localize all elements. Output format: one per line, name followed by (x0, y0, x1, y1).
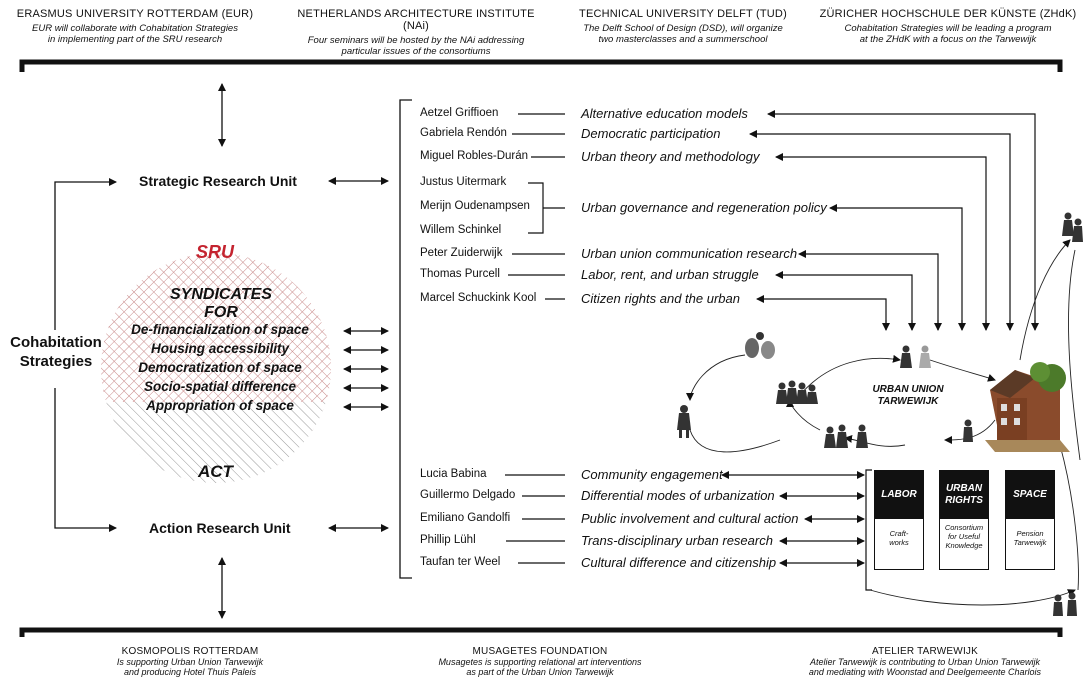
consortium-space: SPACE Pension Tarwewijk (1005, 470, 1055, 570)
sru-topic: Labor, rent, and urban struggle (581, 267, 759, 282)
partner-zhdk: ZÜRICHER HOCHSCHULE DER KÜNSTE (ZHdK) Co… (818, 8, 1078, 45)
syndicate-item: Housing accessibility (150, 341, 290, 356)
partner-desc-line: The Delft School of Design (DSD), will o… (583, 23, 783, 34)
partner-desc-line: Four seminars will be hosted by the NAi … (307, 35, 525, 46)
consortium-desc-line: Knowledge (945, 541, 983, 550)
syndicates-line: SYNDICATES (170, 286, 272, 303)
consortium-title: URBAN RIGHTS (940, 471, 988, 519)
act-topic: Differential modes of urbanization (581, 488, 775, 503)
partner-desc-line: EUR will collaborate with Cohabitation S… (32, 23, 238, 34)
urban-union-label: URBAN UNION TARWEWIJK (868, 384, 948, 408)
cohabitation-line: Strategies (19, 353, 93, 370)
sru-topic: Urban theory and methodology (581, 149, 760, 164)
act-person: Phillip Lühl (420, 534, 476, 546)
sru-topic: Urban governance and regeneration policy (581, 200, 827, 215)
syndicate-item: De-financialization of space (131, 322, 309, 337)
bottom-bracket (19, 627, 1063, 637)
partner-desc-line: and mediating with Woonstad and Deelgeme… (808, 667, 1042, 677)
consortium-desc: Craft- works (875, 519, 923, 547)
act-topic: Cultural difference and citizenship (581, 555, 777, 570)
syndicates-line: FOR (204, 304, 238, 321)
act-topic: Community engagement (581, 467, 723, 482)
partner-title: MUSAGETES FOUNDATION (472, 646, 608, 657)
urban-union-line: URBAN UNION (872, 384, 944, 395)
partner-eur: ERASMUS UNIVERSITY ROTTERDAM (EUR) EUR w… (10, 8, 260, 45)
act-person: Guillermo Delgado (420, 489, 516, 501)
sru-person: Aetzel Griffioen (420, 107, 499, 119)
sru-person: Marcel Schuckink Kool (420, 292, 537, 304)
act-person: Taufan ter Weel (420, 556, 501, 568)
sru-topic: Democratic participation (581, 126, 721, 141)
consortium-labor: LABOR Craft- works (874, 470, 924, 570)
action-research-unit: Action Research Unit (149, 520, 291, 536)
consortium-title-line: RIGHTS (945, 495, 983, 506)
partner-kosmopolis: KOSMOPOLIS ROTTERDAM Is supporting Urban… (60, 646, 320, 677)
partner-desc-line: Atelier Tarwewijk is contributing to Urb… (810, 657, 1040, 667)
consortium-title-line: SPACE (1013, 489, 1047, 500)
partner-desc-line: and producing Hotel Thuis Paleis (123, 667, 257, 677)
partner-title: TECHNICAL UNIVERSITY DELFT (TUD) (579, 8, 787, 20)
consortium-desc-line: works (889, 538, 909, 547)
sru-topic: Alternative education models (581, 106, 748, 121)
sru-person: Gabriela Rendón (420, 127, 507, 139)
partner-tud: TECHNICAL UNIVERSITY DELFT (TUD) The Del… (568, 8, 798, 45)
partner-title: NETHERLANDS ARCHITECTURE INSTITUTE (NAi) (297, 8, 535, 32)
partner-desc-line: Cohabitation Strategies will be leading … (844, 23, 1052, 34)
syndicate-item: Democratization of space (138, 360, 302, 375)
act-label: ACT (198, 462, 233, 481)
cohabitation-line: Cohabitation (10, 334, 102, 351)
sru-person: Merijn Oudenampsen (420, 200, 530, 212)
consortium-desc-line: Consortium (944, 523, 984, 532)
partner-title: ATELIER TARWEWIJK (871, 646, 978, 657)
syndicate-item: Socio-spatial difference (143, 379, 297, 394)
consortium-desc-line: Tarwewijk (1013, 538, 1047, 547)
consortium-title: LABOR (875, 471, 923, 519)
top-bracket (19, 59, 1063, 72)
syndicates-heading: SYNDICATES FOR (136, 286, 306, 322)
consortium-desc: Consortium for Useful Knowledge (940, 519, 988, 550)
sru-person: Miguel Robles-Durán (420, 150, 529, 162)
house-illustration (985, 362, 1070, 452)
sru-topic: Urban union communication research (581, 246, 798, 261)
act-topic: Trans-disciplinary urban research (581, 533, 773, 548)
partner-desc-line: particular issues of the consortiums (341, 46, 491, 57)
act-topic: Public involvement and cultural action (581, 511, 799, 526)
sru-person: Thomas Purcell (420, 268, 500, 280)
sru-label: SRU (196, 242, 235, 262)
sru-topic: Citizen rights and the urban (581, 291, 740, 306)
consortium-urban-rights: URBAN RIGHTS Consortium for Useful Knowl… (939, 470, 989, 570)
act-person: Emiliano Gandolfi (420, 512, 511, 524)
consortium-desc-line: for Useful (947, 532, 981, 541)
consortium-desc-line: Pension (1016, 529, 1044, 538)
partner-desc-line: in implementing part of the SRU research (47, 34, 223, 45)
partner-nai: NETHERLANDS ARCHITECTURE INSTITUTE (NAi)… (286, 8, 546, 57)
syndicate-item: Appropriation of space (146, 398, 294, 413)
partner-desc-line: as part of the Urban Union Tarwewijk (466, 667, 614, 677)
partner-desc-line: two masterclasses and a summerschool (598, 34, 768, 45)
act-person: Lucia Babina (420, 468, 487, 480)
cohabitation-strategies: Cohabitation Strategies (0, 333, 112, 371)
consortium-title: SPACE (1006, 471, 1054, 519)
partner-title: ZÜRICHER HOCHSCHULE DER KÜNSTE (ZHdK) (819, 8, 1077, 20)
partner-desc-line: at the ZHdK with a focus on the Tarwewij… (859, 34, 1037, 45)
sru-person: Justus Uitermark (420, 176, 507, 188)
consortium-title-line: URBAN (945, 483, 983, 494)
sru-person: Peter Zuiderwijk (420, 247, 503, 259)
partner-atelier: ATELIER TARWEWIJK Atelier Tarwewijk is c… (775, 646, 1075, 677)
partner-title: ERASMUS UNIVERSITY ROTTERDAM (EUR) (16, 8, 254, 20)
partner-desc-line: Musagetes is supporting relational art i… (438, 657, 642, 667)
consortium-desc: Pension Tarwewijk (1006, 519, 1054, 547)
sru-person: Willem Schinkel (420, 224, 502, 236)
consortium-desc-line: Craft- (889, 529, 909, 538)
partner-desc-line: Is supporting Urban Union Tarwewijk (116, 657, 264, 667)
urban-union-line: TARWEWIJK (877, 396, 939, 407)
consortium-title-line: LABOR (881, 489, 917, 500)
strategic-research-unit: Strategic Research Unit (139, 173, 297, 189)
partner-musagetes: MUSAGETES FOUNDATION Musagetes is suppor… (400, 646, 680, 677)
partner-title: KOSMOPOLIS ROTTERDAM (121, 646, 259, 657)
